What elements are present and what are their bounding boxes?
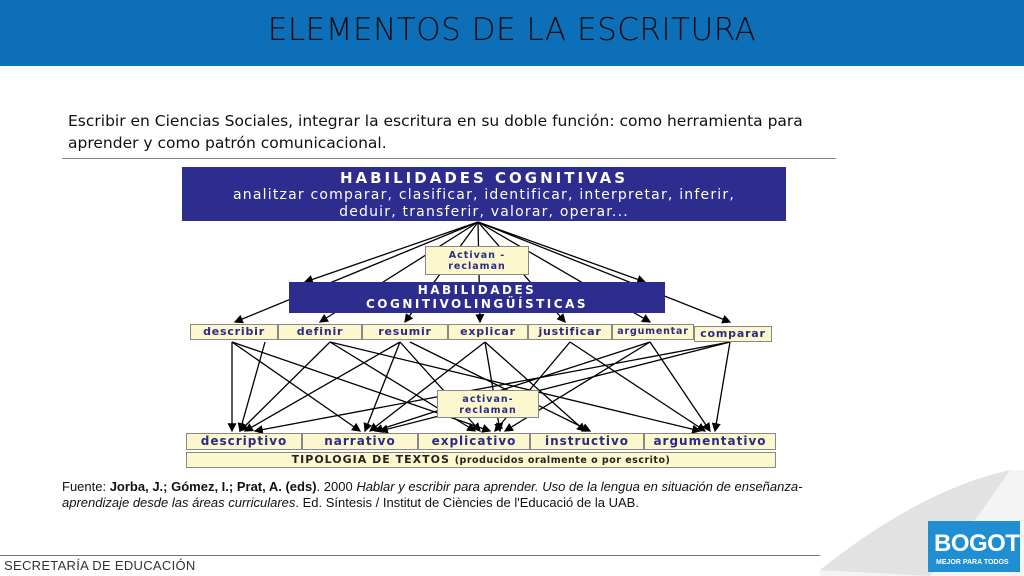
bogota-logo: BOGOTÁ MEJOR PARA TODOS: [928, 521, 1024, 572]
type-argumentativo: argumentativo: [644, 433, 776, 450]
cognitive-line1: analitzar comparar, clasificar, identifi…: [233, 187, 735, 203]
activan-bottom-box: activan- reclaman: [437, 390, 539, 418]
skill-describir: describir: [190, 324, 278, 340]
linguistic-line1: HABILIDADES: [417, 283, 537, 297]
cognitive-skills-box: HABILIDADES COGNITIVAS analitzar compara…: [182, 167, 786, 221]
source-rest: . Ed. Síntesis / Institut de Ciències de…: [295, 495, 639, 510]
footer-divider: [0, 555, 820, 556]
skill-comparar: comparar: [694, 326, 772, 342]
activan-top-box: Activan - reclaman: [425, 246, 529, 275]
activan-top-line1: Activan -: [448, 250, 506, 261]
source-year: . 2000: [316, 479, 357, 494]
type-narrativo: narrativo: [302, 433, 418, 450]
cognitive-line2: deduir, transferir, valorar, operar...: [339, 204, 629, 220]
type-descriptivo: descriptivo: [186, 433, 302, 450]
skill-argumentar: argumentar: [612, 324, 694, 340]
linguistic-skills-box: HABILIDADES COGNITIVOLINGÜÍSTICAS: [289, 282, 665, 313]
tipologia-box: TIPOLOGIA DE TEXTOS (producidos oralment…: [186, 452, 776, 468]
divider: [62, 158, 836, 159]
footer-text: SECRETARÍA DE EDUCACIÓN: [4, 558, 196, 573]
source-citation: Fuente: Jorba, J.; Gómez, I.; Prat, A. (…: [62, 479, 822, 511]
skill-resumir: resumir: [362, 324, 448, 340]
source-authors: Jorba, J.; Gómez, I.; Prat, A. (eds): [109, 479, 317, 494]
linguistic-line2: COGNITIVOLINGÜÍSTICAS: [365, 297, 589, 311]
type-instructivo: instructivo: [530, 433, 644, 450]
intro-text: Escribir en Ciencias Sociales, integrar …: [68, 112, 803, 152]
activan-top-line2: reclaman: [448, 261, 506, 272]
skill-justificar: justificar: [528, 324, 612, 340]
cognitive-title: HABILIDADES COGNITIVAS: [339, 169, 629, 187]
activan-bottom-line2: reclaman: [459, 405, 517, 416]
title-bar: ELEMENTOS DE LA ESCRITURA: [0, 0, 1024, 66]
type-explicativo: explicativo: [418, 433, 530, 450]
slide-title: ELEMENTOS DE LA ESCRITURA: [267, 12, 757, 48]
skill-definir: definir: [278, 324, 362, 340]
tipologia-main: TIPOLOGIA DE TEXTOS: [291, 453, 450, 466]
tipologia-sub: (producidos oralmente o por escrito): [454, 455, 671, 466]
logo-name: BOGOTÁ: [934, 530, 1024, 557]
skill-explicar: explicar: [448, 324, 528, 340]
logo-tagline: MEJOR PARA TODOS: [936, 559, 1009, 566]
activan-bottom-line1: activan-: [462, 394, 514, 405]
source-label: Fuente:: [62, 479, 110, 494]
source-title: Hablar y escribir para aprender. Uso de …: [62, 479, 803, 510]
